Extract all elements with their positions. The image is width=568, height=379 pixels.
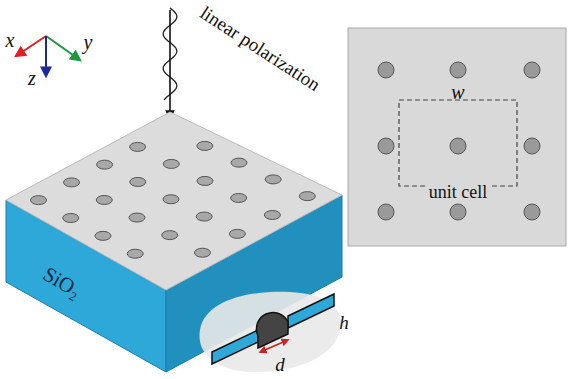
hole — [97, 160, 113, 169]
hole — [163, 195, 179, 204]
hole — [524, 204, 540, 220]
hole — [264, 210, 280, 219]
hole — [130, 177, 146, 186]
axis-label: z — [28, 68, 36, 88]
dimension-label: h — [339, 313, 349, 332]
hole — [163, 159, 179, 168]
hole — [96, 195, 112, 204]
hole — [229, 229, 245, 238]
axes — [16, 36, 80, 76]
hole — [31, 196, 47, 205]
hole — [378, 138, 394, 154]
hole — [95, 231, 111, 240]
hole — [196, 212, 212, 221]
hole — [63, 213, 79, 222]
hole — [378, 62, 394, 78]
axis-label: y — [84, 32, 93, 52]
hole — [129, 213, 145, 222]
hole — [231, 193, 247, 202]
polarization-label: linear polarization — [197, 2, 324, 94]
hole — [450, 204, 466, 220]
polarization-wave — [163, 8, 177, 118]
hole — [197, 141, 213, 150]
hole — [194, 248, 210, 257]
hole — [127, 249, 143, 258]
dimension-label: d — [275, 355, 285, 374]
hole — [299, 192, 315, 201]
dimension-label: w — [451, 82, 464, 102]
hole — [197, 176, 213, 185]
hole — [524, 138, 540, 154]
hole-cross-section — [199, 292, 340, 372]
hole — [378, 204, 394, 220]
unit-cell-label: unit cell — [427, 183, 489, 201]
hole — [450, 138, 466, 154]
hole — [524, 62, 540, 78]
hole — [450, 62, 466, 78]
hole — [130, 142, 146, 151]
top-view — [348, 28, 566, 246]
hole — [231, 158, 247, 167]
hole — [64, 178, 80, 187]
hole — [162, 231, 178, 240]
axis-label: x — [6, 30, 15, 50]
sio2-slab — [6, 112, 342, 372]
hole — [265, 175, 281, 184]
